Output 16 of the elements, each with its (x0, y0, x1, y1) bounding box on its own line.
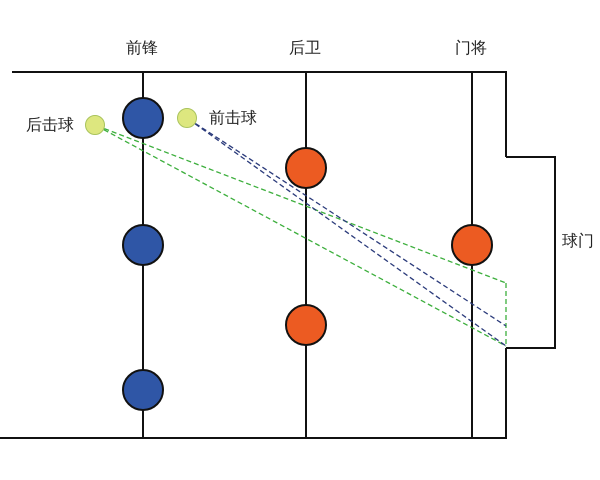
shot-line (104, 129, 506, 347)
rod-label: 后卫 (289, 38, 321, 58)
ball (85, 115, 105, 135)
player-circle (285, 147, 327, 189)
player-circle (122, 224, 164, 266)
ball-label: 后击球 (26, 115, 74, 135)
shot-line (104, 128, 506, 284)
player-circle (122, 97, 164, 139)
player-circle (451, 224, 493, 266)
rod-label: 前锋 (126, 38, 158, 58)
player-circle (285, 304, 327, 346)
player-circle (122, 369, 164, 411)
ball (177, 108, 197, 128)
rod-label: 门将 (455, 38, 487, 58)
ball-label: 前击球 (209, 108, 257, 128)
goal-label: 球门 (562, 231, 594, 251)
